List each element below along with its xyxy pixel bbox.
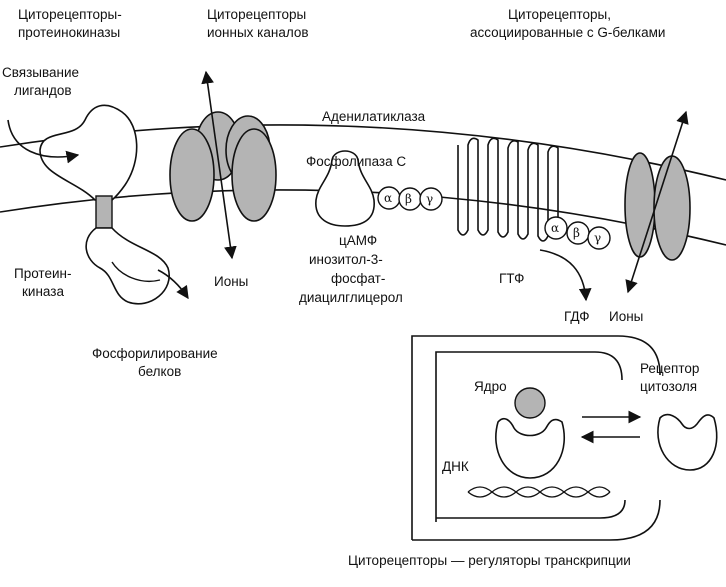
label-phosphorylation-line2: белков (138, 364, 182, 379)
title-protein-kinase-line2: протеинокиназы (18, 25, 121, 40)
label-phosphorylation-line1: Фосфорилирование (92, 346, 218, 361)
cytosol-receptor (657, 413, 718, 471)
g-protein-right (544, 216, 611, 250)
g-protein-left (377, 186, 443, 211)
cell-corner (411, 335, 661, 541)
label-protein-kinase-line1: Протеин- (14, 266, 72, 281)
label-gtp: ГТФ (499, 271, 525, 286)
label-camp: цАМФ (339, 233, 378, 248)
dna-strand-b (467, 486, 611, 498)
label-cytosol-receptor-line2: цитозоля (640, 379, 698, 394)
g-gamma-right (587, 226, 611, 250)
effector-enzyme (315, 150, 375, 227)
ion-channel-right-arrow (625, 110, 689, 294)
label-ligand-binding-line1: Связывание (2, 65, 80, 80)
nuclear-envelope (435, 351, 623, 522)
title-ion-channel-line1: Циторецепторы (207, 7, 307, 22)
cell-boundary-outer (411, 335, 661, 540)
label-phospholipase-c: Фосфолипаза С (306, 154, 407, 169)
kinase-extracellular-domain (39, 104, 138, 201)
label-protein-kinase-line2: киназа (22, 284, 64, 299)
protein-kinase-receptor (39, 104, 170, 305)
g-gamma-left (419, 187, 443, 211)
channel-right-subunit-a (624, 152, 656, 258)
transmembrane-segment (95, 195, 113, 229)
title-g-protein-line2: ассоциированные с G-белками (470, 25, 666, 40)
phosphorylation-arrow (157, 269, 189, 300)
kinase-inner-fold (111, 261, 161, 282)
channel-subunit-front-left (169, 128, 215, 222)
label-adenylate-cyclase: Аденилатиклаза (322, 109, 426, 124)
g-alpha-right-label: α (551, 221, 560, 235)
label-ions-left: Ионы (214, 274, 249, 289)
ion-channel-receptor (169, 111, 277, 222)
serpentine-receptor (457, 137, 559, 242)
nuclear-ligand (514, 387, 546, 419)
label-phosphate: фосфат- (331, 271, 386, 286)
g-beta-right-label: β (573, 226, 580, 240)
label-ions-right: Ионы (609, 309, 644, 324)
label-ligand-binding-line2: лигандов (14, 83, 72, 98)
nuclear-envelope-inner (436, 499, 626, 519)
label-transcription-regulators: Циторецепторы — регуляторы транскрипции (348, 553, 631, 568)
label-cytosol-receptor-line1: Рецептор (640, 361, 700, 376)
label-nucleus: Ядро (474, 379, 507, 394)
channel-subunit-front-right (231, 128, 277, 222)
dna-helix (467, 486, 611, 498)
g-alpha-left-label: α (384, 191, 393, 205)
title-protein-kinase-line1: Циторецепторы- (18, 7, 122, 22)
kinase-intracellular-domain (85, 227, 170, 305)
title-ion-channel-line2: ионных каналов (207, 25, 309, 40)
g-alpha-right (544, 216, 568, 240)
ligand-binding-arrow (7, 119, 80, 164)
g-gamma-left-label: γ (426, 192, 434, 206)
g-beta-left-label: β (405, 192, 412, 206)
nuclear-receptor (495, 417, 566, 479)
channel-right-subunit-b (653, 155, 691, 261)
label-dna: ДНК (442, 459, 469, 474)
label-inositol: инозитол-3- (309, 252, 383, 267)
ion-channel-right (624, 152, 691, 261)
gtp-gdp-arrow (539, 249, 592, 302)
title-g-protein-line1: Циторецепторы, (508, 7, 611, 22)
ion-channel-arrow (201, 70, 237, 260)
g-gamma-right-label: γ (594, 231, 602, 245)
cell-boundary-bottom (412, 499, 661, 541)
label-diacylglycerol: диацилглицерол (299, 290, 403, 305)
label-gdp: ГДФ (564, 309, 590, 324)
